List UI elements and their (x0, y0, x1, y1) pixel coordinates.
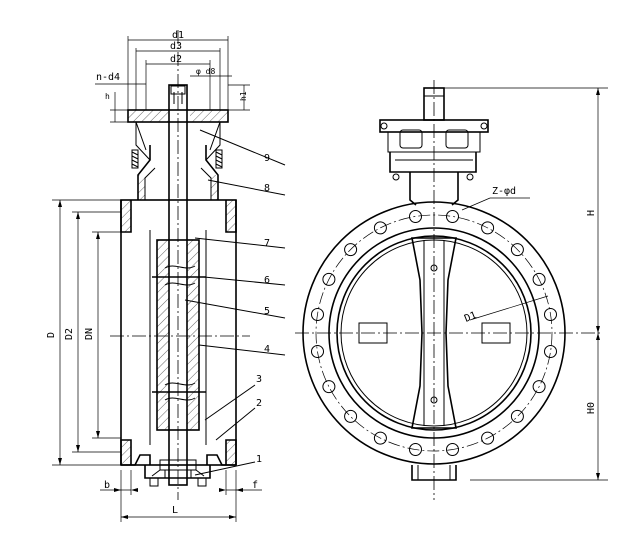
part-label-3: 3 (256, 374, 262, 385)
dim-phi-d8: φ d8 (196, 67, 215, 76)
dim-h: h (105, 92, 110, 101)
section-view (52, 30, 286, 522)
dim-d1: d1 (172, 30, 184, 41)
bolt-hole (481, 221, 495, 235)
bolt-hole (322, 380, 336, 394)
dim-H0: H0 (586, 402, 597, 414)
dim-D: D (46, 332, 57, 338)
bolt-hole (544, 345, 557, 358)
part-label-4: 4 (264, 344, 270, 355)
dim-f: f (252, 480, 258, 491)
bolt-hole (409, 210, 422, 223)
part-label-1: 1 (256, 454, 262, 465)
bolt-hole (311, 345, 324, 358)
dim-b: b (104, 480, 110, 491)
bolt-hole (344, 243, 358, 257)
dim-H: H (586, 210, 597, 216)
bolt-hole (510, 243, 524, 257)
dim-DN: DN (84, 328, 95, 340)
bolt-holes (311, 210, 557, 456)
dim-d2: d2 (170, 54, 182, 65)
front-view (295, 80, 608, 500)
bolt-hole (532, 380, 546, 394)
bolt-hole (481, 431, 495, 445)
bolt-hole (510, 409, 524, 423)
bolt-hole (344, 409, 358, 423)
part-label-7: 7 (264, 238, 270, 249)
dim-h1: h1 (239, 91, 248, 101)
dim-D1: D1 (463, 310, 478, 325)
part-label-5: 5 (264, 306, 270, 317)
bolt-hole (373, 431, 387, 445)
bolt-hole (544, 308, 557, 321)
dim-D2: D2 (64, 328, 75, 340)
bolt-hole (322, 272, 336, 286)
part-label-9: 9 (264, 153, 270, 164)
dim-L: L (172, 505, 178, 516)
dim-n-d4: n-d4 (96, 72, 120, 83)
dim-d3: d3 (170, 41, 182, 52)
part-label-6: 6 (264, 275, 270, 286)
bolt-hole (446, 210, 459, 223)
bolt-hole (532, 272, 546, 286)
bolt-hole (373, 221, 387, 235)
bolt-hole (311, 308, 324, 321)
part-label-2: 2 (256, 398, 262, 409)
part-label-8: 8 (264, 183, 270, 194)
bolt-hole (446, 443, 459, 456)
bolt-hole (409, 443, 422, 456)
dim-Z-d: Z-φd (492, 186, 516, 197)
